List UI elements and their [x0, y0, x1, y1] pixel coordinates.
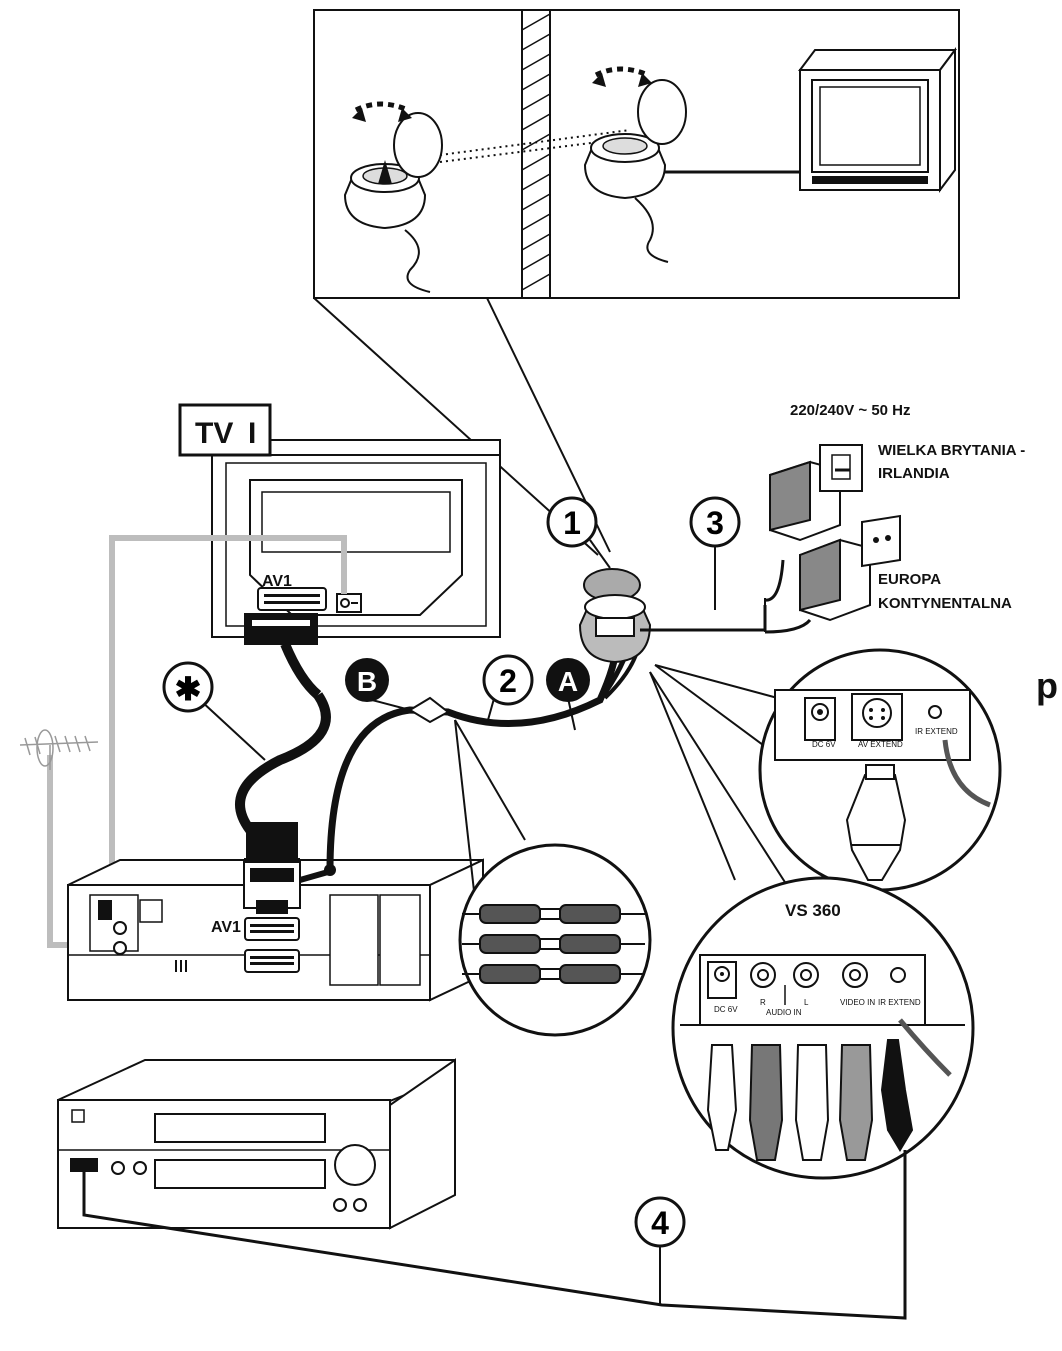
transmitter-unit: [578, 568, 652, 664]
eu-label-line1: EUROPA: [878, 571, 941, 588]
rca-plugs-zoom: [458, 843, 652, 1037]
svg-text:4: 4: [651, 1205, 669, 1241]
large-panel-video-in: VIDEO IN: [840, 998, 875, 1007]
callout-4: 4: [634, 1196, 686, 1248]
large-panel-l: L: [804, 998, 809, 1007]
tv-rear: [211, 439, 501, 638]
ir-extender-cable: [82, 1150, 907, 1320]
scart-cable: [235, 692, 331, 833]
sender-unit-left: [343, 101, 443, 293]
vcr: [67, 858, 484, 1002]
antenna-icon: [19, 729, 99, 770]
uk-label-line1: WIELKA BRYTANIA -: [878, 442, 1025, 459]
eu-label-line2: KONTYNENTALNA: [878, 595, 1012, 612]
callout-star: ✱: [162, 661, 214, 713]
tv-label-box: TV I: [178, 403, 272, 457]
inset-wireless: [313, 9, 960, 299]
audio-receiver: [57, 1058, 456, 1230]
svg-text:2: 2: [499, 663, 517, 699]
callout-2: 2: [482, 654, 534, 706]
svg-text:B: B: [357, 666, 377, 697]
side-tab-letter: p: [1036, 665, 1058, 706]
monitor-right: [798, 47, 957, 193]
callout-b: B: [345, 658, 389, 702]
large-panel-r: R: [760, 998, 766, 1007]
scart-adapter-vcr: [243, 861, 336, 914]
scart-plug-tv: [244, 613, 322, 699]
power-adapter-eu: [799, 514, 901, 622]
large-panel-ir-extend: IR EXTEND: [878, 998, 921, 1007]
large-panel-dc: DC 6V: [714, 1005, 738, 1014]
small-panel-dc: DC 6V: [812, 740, 836, 749]
tv-label-suffix: I: [248, 417, 256, 450]
tv-av1-label: AV1: [262, 573, 292, 590]
vcr-av1-label: AV1: [211, 919, 241, 936]
model-label: VS 360: [785, 901, 841, 920]
small-panel-av-extend: AV EXTEND: [858, 740, 903, 749]
antenna-cable-tv: [109, 535, 347, 950]
callout-1: 1: [546, 496, 598, 548]
av-extend-zoom: DC 6V AV EXTEND IR EXTEND: [758, 648, 1002, 892]
tv-label: TV: [195, 417, 233, 450]
callout-a: A: [546, 658, 590, 702]
av-cable: [326, 639, 620, 871]
large-panel-audio-in: AUDIO IN: [766, 1008, 802, 1017]
receiver-unit-right: [583, 66, 805, 263]
callout-3: 3: [689, 496, 741, 548]
power-adapter-uk: [769, 444, 863, 542]
svg-text:3: 3: [706, 505, 724, 541]
uk-label-line2: IRLANDIA: [878, 465, 950, 482]
small-panel-ir-extend: IR EXTEND: [915, 727, 958, 736]
svg-text:✱: ✱: [175, 671, 202, 707]
power-label: 220/240V ~ 50 Hz: [790, 402, 911, 419]
vs360-zoom: VS 360 DC 6V R L AUDIO IN VIDEO IN IR EX…: [671, 876, 975, 1180]
svg-text:A: A: [558, 666, 578, 697]
power-cable: [640, 605, 767, 632]
svg-text:1: 1: [563, 505, 581, 541]
